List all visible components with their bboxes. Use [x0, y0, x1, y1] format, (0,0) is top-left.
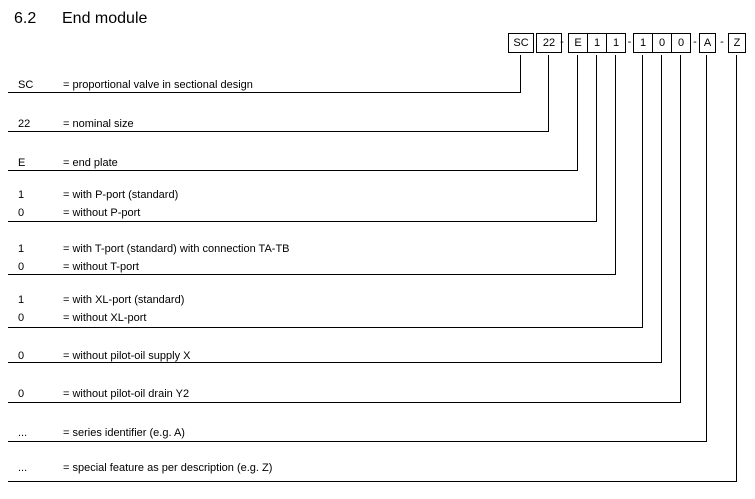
legend-description: = without XL-port [63, 312, 147, 324]
legend-description: = with XL-port (standard) [63, 294, 185, 306]
code-box-t-port: 1 [606, 33, 626, 53]
code-hyphen: - [693, 36, 697, 48]
legend-code: 0 [18, 207, 25, 219]
legend-code: ... [18, 462, 28, 474]
code-box-p-port: 1 [587, 33, 607, 53]
legend-line-22: 22 = nominal size [0, 118, 755, 132]
code-hyphen: - [720, 36, 724, 48]
connector-line-drain-y2 [8, 55, 681, 403]
code-box-supply-x: 0 [652, 33, 672, 53]
legend-description: = series identifier (e.g. A) [63, 427, 185, 439]
legend-line-t-port-1: 1 = with T-port (standard) with connecti… [0, 243, 755, 257]
code-hyphen: - [627, 36, 632, 48]
legend-line-drain-y2: 0 = without pilot-oil drain Y2 [0, 388, 755, 402]
legend-line-xl-port-0: 0 = without XL-port [0, 312, 755, 326]
legend-code: ... [18, 427, 28, 439]
connector-line-22 [8, 55, 549, 132]
connector-line-e [8, 55, 578, 171]
code-box-22: 22 [536, 33, 562, 53]
connector-line-p-port [8, 55, 597, 222]
legend-description: = nominal size [63, 118, 134, 130]
connector-line-special [8, 55, 737, 482]
legend-code: 1 [18, 189, 25, 201]
legend-code: 22 [18, 118, 31, 130]
legend-code: 0 [18, 350, 25, 362]
legend-line-sc: SC = proportional valve in sectional des… [0, 79, 755, 93]
legend-code: E [18, 157, 26, 169]
legend-line-special: ... = special feature as per description… [0, 462, 755, 476]
code-box-drain-y2: 0 [671, 33, 691, 53]
legend-line-p-port-1: 1 = with P-port (standard) [0, 189, 755, 203]
legend-description: = end plate [63, 157, 118, 169]
legend-code: 1 [18, 243, 25, 255]
legend-description: = without P-port [63, 207, 141, 219]
connector-line-xl-port [8, 55, 643, 328]
legend-line-t-port-0: 0 = without T-port [0, 261, 755, 275]
legend-code: 0 [18, 312, 25, 324]
legend-description: = with P-port (standard) [63, 189, 179, 201]
section-heading: 6.2 End module [14, 9, 147, 29]
connector-line-sc [8, 55, 521, 93]
legend-code: 0 [18, 261, 25, 273]
code-box-xl-port: 1 [633, 33, 653, 53]
code-box-series: A [699, 33, 716, 53]
legend-line-supply-x: 0 = without pilot-oil supply X [0, 350, 755, 364]
code-hyphen: - [560, 36, 564, 48]
connector-line-supply-x [8, 55, 662, 363]
connector-line-series [8, 55, 707, 442]
legend-description: = special feature as per description (e.… [63, 462, 273, 474]
legend-description: = with T-port (standard) with connection… [63, 243, 290, 255]
connector-line-t-port [8, 55, 616, 275]
legend-line-p-port-0: 0 = without P-port [0, 207, 755, 221]
legend-code: 1 [18, 294, 25, 306]
legend-code: 0 [18, 388, 25, 400]
code-box-e: E [568, 33, 588, 53]
code-box-sc: SC [508, 33, 534, 53]
legend-description: = without pilot-oil supply X [63, 350, 191, 362]
legend-description: = without T-port [63, 261, 139, 273]
heading-title: End module [62, 10, 148, 27]
legend-line-series: ... = series identifier (e.g. A) [0, 427, 755, 441]
code-box-special: Z [728, 33, 746, 53]
legend-description: = without pilot-oil drain Y2 [63, 388, 190, 400]
legend-line-e: E = end plate [0, 157, 755, 171]
legend-line-xl-port-1: 1 = with XL-port (standard) [0, 294, 755, 308]
heading-number: 6.2 [14, 10, 37, 27]
legend-description: = proportional valve in sectional design [63, 79, 253, 91]
legend-code: SC [18, 79, 34, 91]
